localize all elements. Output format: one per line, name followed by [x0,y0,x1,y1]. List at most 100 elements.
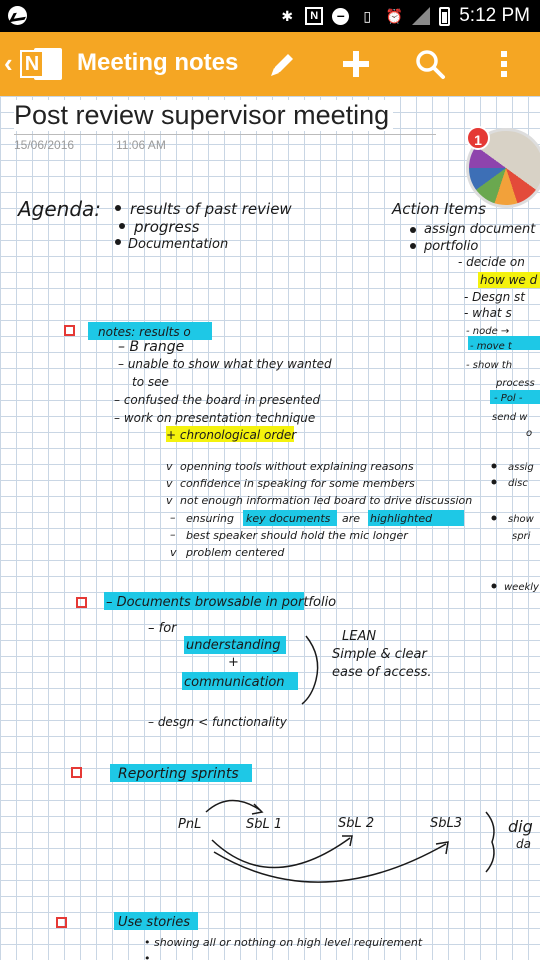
do-not-disturb-icon: – [332,7,350,25]
svg-text:weekly: weekly [504,582,540,593]
plus-icon [343,51,369,77]
svg-text:assign document r: assign document r [424,222,540,237]
back-button[interactable]: ‹ [4,48,13,78]
svg-text:- move t: - move t [470,341,513,352]
svg-text:problem centered: problem centered [185,546,285,559]
stories-header: Use stories [118,915,190,930]
svg-text:disc: disc [508,478,528,489]
svg-text:– for: – for [148,621,178,636]
svg-text:key documents: key documents [246,512,331,525]
svg-text:– desgn < functionality: – desgn < functionality [148,715,288,729]
svg-text:best speaker should hold the m: best speaker should hold the mic longer [186,529,409,542]
logo-letter: N [20,50,44,78]
svg-text:ease of access.: ease of access. [332,665,431,680]
svg-text:+ chronological order: + chronological order [166,428,297,442]
signal-icon [412,7,431,25]
svg-text:da: da [516,837,531,851]
notebook-title[interactable]: Meeting notes [77,49,239,76]
svg-text:send w: send w [492,412,528,423]
svg-text:process: process [495,378,535,389]
add-page-button[interactable] [336,44,376,84]
svg-text:understanding: understanding [186,638,281,653]
svg-text:portfolio: portfolio [423,239,478,254]
svg-text:not enough information led boa: not enough information led board to driv… [180,494,472,507]
edit-button[interactable] [263,44,303,84]
svg-text:- node →: - node → [466,326,509,337]
todo-tag-stories [56,917,67,928]
agenda-label: Agenda: [16,197,101,221]
svg-text:– work on presentation techniq: – work on presentation technique [114,411,315,425]
svg-text:spri: spri [512,531,531,542]
svg-text:- show th: - show th [466,360,512,371]
svg-text:v: v [170,546,177,559]
note-page[interactable]: Post review supervisor meeting 15/06/201… [0,96,540,960]
svg-text:v: v [166,460,173,473]
highlights [88,272,540,930]
vibrate-icon: ▯ [363,8,372,24]
svg-text:- Pol -: - Pol - [494,393,523,404]
notes-header: notes: results o [98,325,191,339]
feedback-list: v openning tools without explaining reas… [166,460,472,559]
svg-text:v: v [166,494,173,507]
title-divider [14,134,436,135]
battery-icon [439,6,451,26]
svg-text:show: show [508,514,535,525]
svg-text:highlighted: highlighted [370,512,433,525]
notes-lines: – B range – unable to show what they wan… [114,339,332,442]
svg-text:- decide on: - decide on [458,255,525,269]
bluetooth-icon: ✱ [281,8,294,24]
action-items-label: Action Items [391,200,486,218]
svg-text:communication: communication [184,675,285,690]
agenda-item-1: results of past review [130,200,292,218]
svg-text:to see: to see [132,375,169,389]
search-icon [416,50,445,79]
page-date: 15/06/2016 [14,138,75,152]
svg-text:how we d: how we d [480,273,538,287]
todo-tag-sprints [71,767,82,778]
svg-text:dig: dig [508,817,533,836]
documents-lines: – for understanding + communication LEAN… [148,621,431,729]
svg-text:SbL 2: SbL 2 [338,816,374,831]
svg-text:– confused the board in presen: – confused the board in presented [114,393,320,407]
svg-text:- Desgn st: - Desgn st [464,290,526,304]
onenote-logo-icon[interactable]: N [20,46,64,82]
search-button[interactable] [410,44,450,84]
svg-text:ensuring: ensuring [186,512,234,525]
svg-text:SbL3: SbL3 [430,816,462,831]
app-toolbar: ‹ N Meeting notes [0,32,540,96]
todo-tag-documents [76,597,87,608]
svg-text:assig: assig [508,462,534,473]
page-time: 11:06 AM [116,138,166,152]
svg-text:LEAN: LEAN [342,629,376,644]
todo-tag-notes [64,325,75,336]
status-bar: ✱ N – ▯ ⏰ 5:12 PM [0,0,540,32]
sprint-diagram: PnL SbL 1 SbL 2 SbL3 dig da [178,816,533,851]
svg-text:confidence in speaking for som: confidence in speaking for some members [180,477,415,490]
svg-text:are: are [342,512,360,525]
alarm-icon: ⏰ [385,8,403,24]
todo-tags[interactable] [56,325,87,928]
action-items-list: assign document r portfolio - decide on … [423,222,540,593]
svg-text:–: – [170,528,176,541]
svg-text:openning tools without explain: openning tools without explaining reason… [180,460,414,473]
notification-badge[interactable]: 1 [466,126,490,150]
svg-text:- what s: - what s [464,306,512,320]
svg-text:SbL 1: SbL 1 [246,817,282,832]
page-title[interactable]: Post review supervisor meeting [14,100,394,131]
svg-text:– B range: – B range [118,339,184,355]
overflow-menu-icon [501,51,507,77]
stories-lines: • showing all or nothing on high level r… [144,936,423,960]
messenger-icon [8,6,27,25]
nfc-icon: N [305,7,324,25]
handwritten-ink-canvas[interactable]: Agenda: results of past review progress … [0,96,540,960]
svg-text:o: o [526,428,532,439]
documents-header: – Documents browsable in portfolio [106,595,336,610]
pencil-icon [271,54,293,76]
agenda-item-2: progress [133,218,200,236]
sprints-header: Reporting sprints [118,766,239,782]
svg-text:• ...: • ... [144,952,164,960]
svg-text:v: v [166,477,173,490]
more-options-button[interactable] [484,44,524,84]
svg-text:– unable to show what they wan: – unable to show what they wanted [118,357,332,371]
svg-text:Simple & clear: Simple & clear [332,647,429,662]
